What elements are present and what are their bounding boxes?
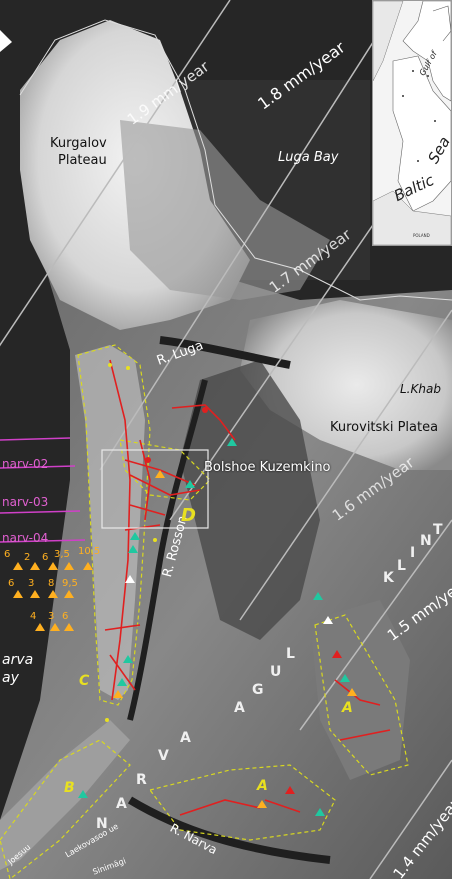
markers-orange [113, 470, 357, 808]
profile-label-narv-04: narv-04 [2, 531, 49, 545]
north-arrow-icon [0, 30, 12, 52]
luga-letter-a: A [234, 700, 245, 716]
depth-value: 8 [48, 578, 55, 589]
klint-letter-l: L [397, 558, 406, 574]
zone-c-outline [77, 344, 151, 706]
plateau-label: Plateau [58, 153, 107, 168]
rosson-river [127, 379, 208, 721]
coast-contour [19, 19, 452, 301]
kurovitski-label: Kurovitski Platea [330, 420, 439, 435]
depth-value: 10,5 [78, 546, 101, 557]
isoline-1-4 [369, 759, 452, 879]
kurgalov-label: Kurgalov [50, 136, 107, 151]
narva-letter-v: V [158, 748, 169, 764]
isoline-1-6 [239, 309, 452, 621]
isoline-1-9 [0, 0, 231, 347]
narva-letter-r: R [136, 772, 147, 788]
zone-a-east-outline [314, 614, 409, 776]
lowland-area [180, 360, 320, 640]
narva-letter-n: N [96, 816, 108, 832]
depth-value: 6 [4, 549, 11, 560]
depth-value: 6 [62, 611, 69, 622]
luga-bay-label: Luga Bay [278, 150, 339, 165]
seismic-profiles [0, 437, 86, 543]
klint-letter-n: N [420, 533, 432, 549]
markers-white [125, 575, 333, 624]
zone-label-a-south: A [257, 778, 268, 794]
arva-label: arva [2, 652, 34, 668]
isoline-1-8 [99, 0, 401, 471]
depth-value: 3,5 [54, 549, 70, 560]
zone-label-d: D [181, 505, 196, 526]
narva-letter-a2: A [180, 730, 191, 746]
zone-label-c: C [79, 673, 90, 689]
depth-value: 6 [42, 552, 49, 563]
narva-river [127, 796, 331, 864]
markers-red [145, 407, 342, 794]
zone-label-a-east: A [342, 700, 353, 716]
narva-letter-a1: A [116, 796, 127, 812]
zone-a-south-outline [148, 764, 336, 841]
depth-value: 3 [28, 578, 35, 589]
depth-value: 4 [30, 611, 37, 622]
l-khab-label: L.Khab [400, 382, 441, 396]
zone-b-outline [0, 739, 131, 879]
markers-yellow-dots [105, 363, 157, 722]
fault-lines [104, 359, 391, 816]
luga-letter-g: G [252, 682, 264, 698]
markers-green [78, 438, 350, 816]
narva-spit [0, 720, 130, 870]
study-area-box [101, 449, 209, 529]
plateau-slope [120, 120, 330, 300]
coastal-spit [75, 345, 145, 700]
klint-letter-t: T [433, 522, 443, 538]
depth-value: 6 [8, 578, 15, 589]
inset-locator-map: Gulf of Baltic Sea POLAND [372, 0, 452, 246]
klint-letter-i: I [410, 545, 416, 561]
depth-value: 3 [48, 611, 55, 622]
inset-canvas [373, 1, 451, 245]
klint-letter-k: K [383, 570, 394, 586]
inset-country-label: POLAND [413, 233, 430, 238]
depth-value: 9,5 [62, 578, 78, 589]
profile-label-narv-03: narv-03 [2, 495, 49, 509]
ay-label: ay [2, 670, 19, 686]
bolshoe-kuzemkino-label: Bolshoe Kuzemkino [204, 460, 331, 475]
zone-label-b: B [64, 780, 75, 796]
luga-letter-l: L [286, 646, 295, 662]
luga-river [159, 336, 291, 369]
luga-letter-u: U [270, 664, 282, 680]
kurovitski-plateau-shape [240, 300, 452, 470]
depth-triangles [13, 562, 93, 631]
depth-value: 2 [24, 552, 31, 563]
profile-label-narv-02: narv-02 [2, 457, 49, 471]
